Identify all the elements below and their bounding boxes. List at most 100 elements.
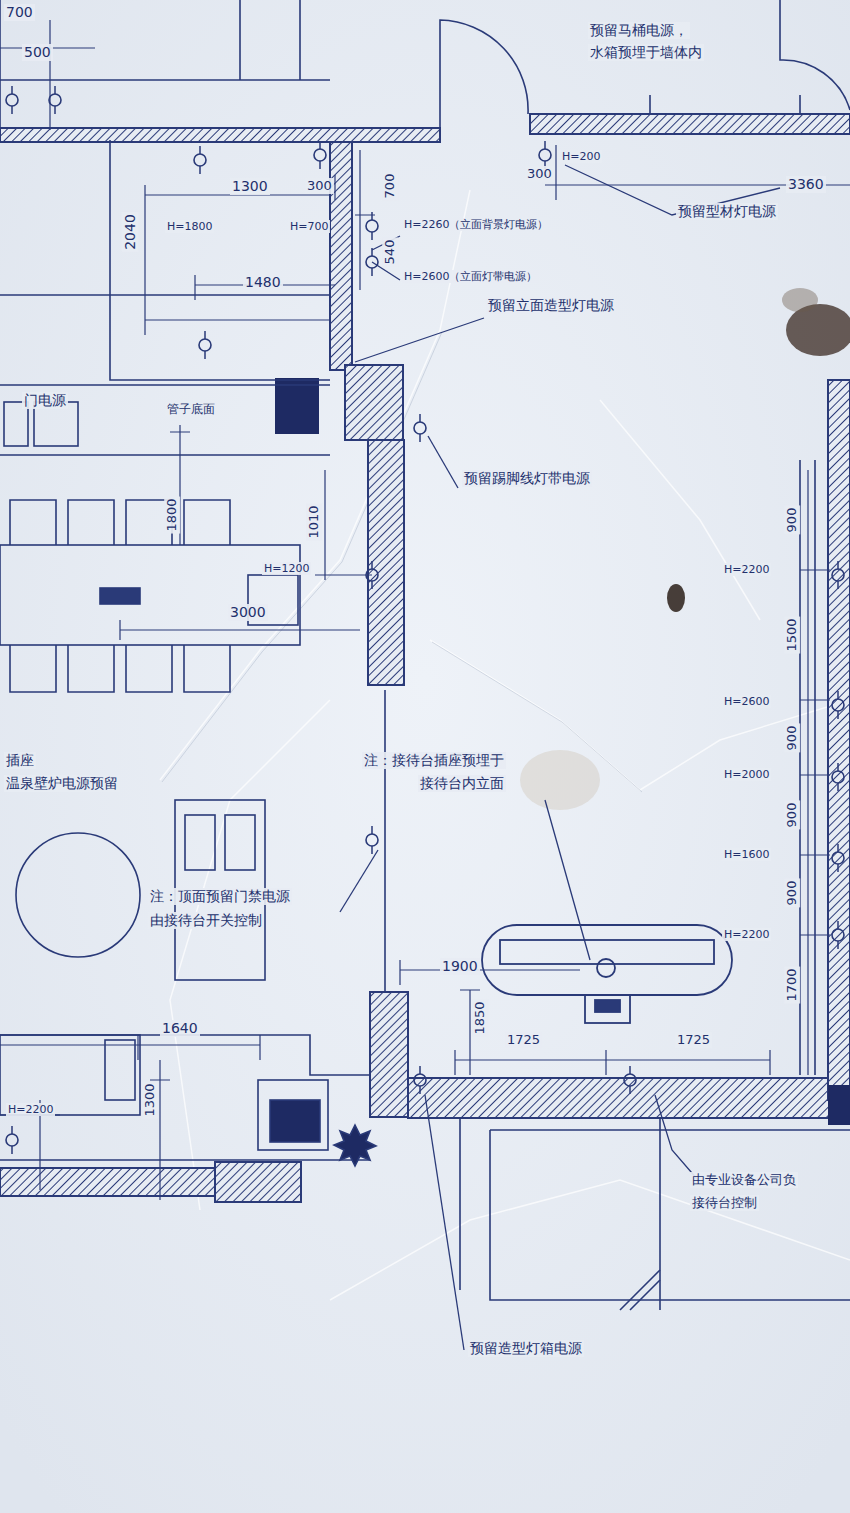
power-point — [366, 212, 378, 240]
dimension-text: 700 — [382, 172, 398, 201]
wall — [0, 1168, 215, 1196]
lounge-furniture — [334, 1125, 376, 1166]
reception-desk — [595, 1000, 620, 1012]
dimension-line — [334, 175, 335, 200]
plan-note: 预留型材灯电源 — [676, 203, 778, 220]
plan-note: H=1800 — [165, 220, 214, 233]
dimension-text: 540 — [382, 238, 398, 267]
plan-note: 700 — [4, 4, 35, 21]
reception-desk — [482, 925, 732, 995]
plan-note: H=2600（立面灯带电源） — [402, 270, 539, 283]
plan-note: 1480 — [243, 274, 283, 291]
paper-crease — [330, 1180, 850, 1300]
dimension-text: 1800 — [164, 496, 180, 533]
plan-note: 500 — [22, 44, 53, 61]
dining-set — [10, 645, 230, 692]
plan-note: 1300 — [230, 178, 270, 195]
plan-note: 预留造型灯箱电源 — [468, 1340, 584, 1357]
plan-note: 1900 — [440, 958, 480, 975]
leader-line — [655, 1095, 698, 1180]
dimension-line — [0, 1100, 60, 1190]
leader-line — [372, 236, 400, 280]
plan-note: 由专业设备公司负 — [690, 1172, 798, 1188]
power-point — [6, 86, 844, 1154]
lounge-furniture — [258, 1080, 328, 1150]
paper-crease — [600, 400, 760, 620]
dining-set — [100, 588, 140, 604]
plan-line — [0, 1159, 370, 1161]
power-point — [199, 331, 211, 359]
plan-note: H=1600 — [722, 848, 771, 861]
plan-note: 3000 — [228, 604, 268, 621]
plan-line — [384, 690, 386, 992]
power-point — [314, 141, 326, 169]
wall — [370, 992, 408, 1117]
power-point — [6, 1126, 18, 1154]
dimension-line — [0, 1035, 260, 1060]
power-point — [832, 844, 844, 872]
dimension-line — [120, 620, 360, 640]
plan-note: 由接待台开关控制 — [148, 912, 264, 929]
plan-note: H=2260（立面背景灯电源） — [402, 218, 550, 231]
power-point — [414, 1066, 426, 1094]
dimension-line — [0, 20, 850, 1200]
lounge-furniture — [185, 815, 215, 870]
stain — [520, 750, 600, 810]
plan-note: 预留踢脚线灯带电源 — [462, 470, 592, 487]
plan-note: 预留立面造型灯电源 — [486, 297, 616, 314]
dimension-text: 900 — [784, 801, 800, 830]
leader-line — [340, 850, 378, 912]
plan-note: 注：顶面预留门禁电源 — [148, 888, 292, 905]
plan-note: 1725 — [675, 1032, 712, 1048]
plan-line — [110, 140, 330, 380]
dimension-line — [195, 275, 335, 300]
power-point — [832, 691, 844, 719]
dimension-text: 1010 — [306, 503, 322, 540]
dimension-line — [545, 145, 850, 200]
power-point — [414, 414, 426, 442]
wall — [345, 365, 403, 440]
wall — [0, 128, 440, 142]
plan-note: 300 — [305, 178, 334, 194]
power-point — [832, 561, 844, 589]
plan-line — [620, 1270, 660, 1310]
plan-note: 管子底面 — [165, 402, 217, 416]
plan-line — [800, 460, 815, 1075]
stain — [667, 584, 685, 612]
reception-desk — [597, 959, 615, 977]
dimension-text: 1700 — [784, 966, 800, 1003]
power-point — [832, 921, 844, 949]
plan-note: H=2200 — [722, 928, 771, 941]
leader-line — [428, 436, 458, 488]
wall — [408, 1078, 850, 1118]
plan-note: 温泉壁炉电源预留 — [4, 775, 120, 792]
dimension-line — [355, 150, 375, 290]
plan-note: 门电源 — [22, 392, 68, 409]
power-point — [539, 141, 551, 169]
plan-note: H=2200 — [6, 1103, 55, 1116]
column — [828, 1085, 850, 1125]
plan-note: 300 — [525, 166, 554, 182]
plan-note: H=700 — [288, 220, 330, 233]
power-point — [366, 826, 378, 854]
plan-line — [440, 20, 528, 128]
lounge-furniture — [0, 800, 376, 1166]
dimension-line — [455, 1050, 770, 1075]
paper-crease — [160, 190, 850, 1300]
wall — [828, 380, 850, 1100]
wall — [530, 114, 850, 134]
lounge-furniture — [225, 815, 255, 870]
plan-line — [0, 0, 850, 1310]
plan-note: H=2200 — [722, 563, 771, 576]
dimension-line — [807, 470, 808, 1075]
plan-line — [0, 385, 330, 455]
wall — [215, 1162, 301, 1202]
reception-desk — [585, 995, 630, 1023]
lounge-furniture — [105, 1040, 135, 1100]
reception-desk — [500, 940, 714, 964]
wall — [0, 114, 850, 1202]
plan-note: 水箱预埋于墙体内 — [588, 44, 704, 61]
plan-note: 插座 — [4, 752, 36, 769]
leader-line — [355, 318, 484, 362]
